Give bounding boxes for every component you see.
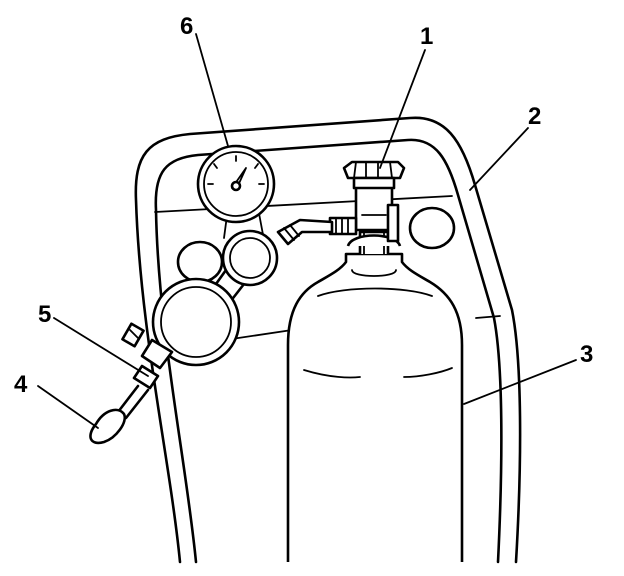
callout-4: 4 [14, 371, 28, 398]
callout-2: 2 [528, 103, 541, 130]
leader-lines [37, 33, 577, 429]
gas-cylinder [286, 252, 464, 562]
callout-3: 3 [580, 341, 593, 368]
leader-line-6 [195, 33, 229, 147]
leader-line-2 [469, 127, 529, 191]
callout-6: 6 [180, 13, 193, 40]
leader-line-4 [37, 385, 99, 429]
leader-line-3 [463, 359, 577, 405]
leader-line-1 [379, 49, 426, 169]
callout-1: 1 [420, 23, 433, 50]
callouts: 1 2 3 4 5 6 [14, 13, 593, 398]
valve-handwheel [342, 160, 406, 190]
valve-connector [276, 216, 358, 246]
pressure-gauge [196, 144, 276, 224]
leader-line-5 [53, 317, 149, 377]
hose-fitting [89, 384, 150, 445]
callout-5: 5 [38, 301, 51, 328]
cylinder-valve [346, 184, 402, 255]
regulator-assembly [151, 207, 279, 367]
